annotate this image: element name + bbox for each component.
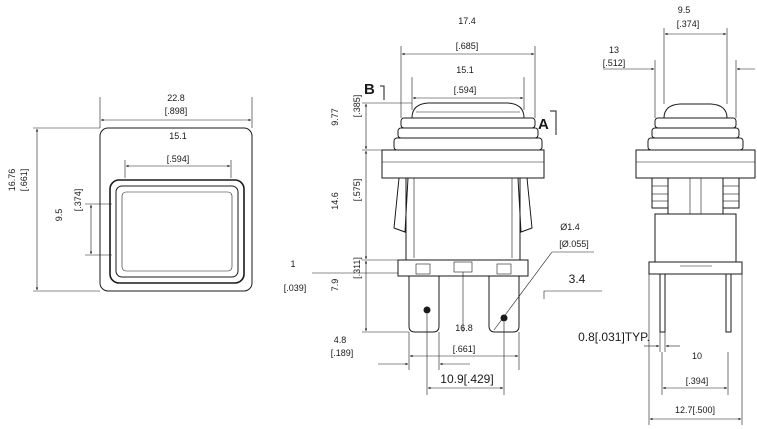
side-step-mm: 1 [290,259,295,269]
side-body-height-in: [.575] [352,179,362,202]
end-top-in: [.374] [677,19,700,29]
side-cap-height-mm: 9.77 [330,108,340,126]
tab-width: 3.4 [569,272,586,286]
front-height-mm: 16.76 [7,169,17,192]
side-view: 17.4 [.685] 15.1 [.594] B A 9.77 [.385] … [284,16,602,395]
front-view: 22.8 [.898] 15.1 [.594] 16.76 [.661] 9.5… [7,93,253,292]
end-view-body [635,103,756,333]
side-cap-mm: 15.1 [456,65,474,75]
front-width-in: [.898] [165,106,188,116]
end-pitch-in: [.394] [686,376,709,386]
front-width-mm: 22.8 [167,93,185,103]
terminal-width-mm: 4.8 [334,335,347,345]
side-top-mm: 17.4 [458,16,476,26]
hole-diameter-mm: Ø1.4 [560,222,580,232]
terminal-span-mm: 16.8 [455,323,473,333]
side-cap-in: [.594] [454,85,477,95]
terminal-hole-right [500,314,508,322]
end-base: 12.7[.500] [675,405,715,415]
side-base-height-in: [.311] [352,257,362,279]
front-inner-height-mm: 9.5 [54,209,64,222]
terminal-pitch: 10.9[.429] [440,372,493,386]
pin-thickness: 0.8[.031]TYP. [578,330,650,344]
end-pitch-mm: 10 [692,351,702,361]
side-base-height-mm: 7.9 [330,279,340,292]
end-cap-in: [.512] [603,58,626,68]
side-top-in: [.685] [456,41,479,51]
hole-diameter-in: [Ø.055] [559,239,589,249]
terminal-hole-left [423,306,431,314]
terminal-width-in: [.189] [331,348,354,358]
front-view-bezel [99,127,253,292]
front-height-in: [.661] [19,169,29,192]
terminal-span-in: [.661] [453,344,476,354]
front-inner-mm: 15.1 [169,131,187,141]
side-cap-height-in: [.385] [352,95,362,118]
side-view-body [381,102,545,333]
end-top-mm: 9.5 [678,5,691,15]
side-step-in: [.039] [284,283,307,293]
front-inner-in: [.594] [167,154,190,164]
label-b: B [364,81,375,98]
end-view: 9.5 [.374] 13 [.512] 0.8[.031]TYP. 10 [.… [578,5,756,425]
side-body-height-mm: 14.6 [330,192,340,210]
front-inner-height-in: [.374] [73,189,83,212]
label-a: A [538,116,549,133]
end-cap-mm: 13 [609,45,619,55]
